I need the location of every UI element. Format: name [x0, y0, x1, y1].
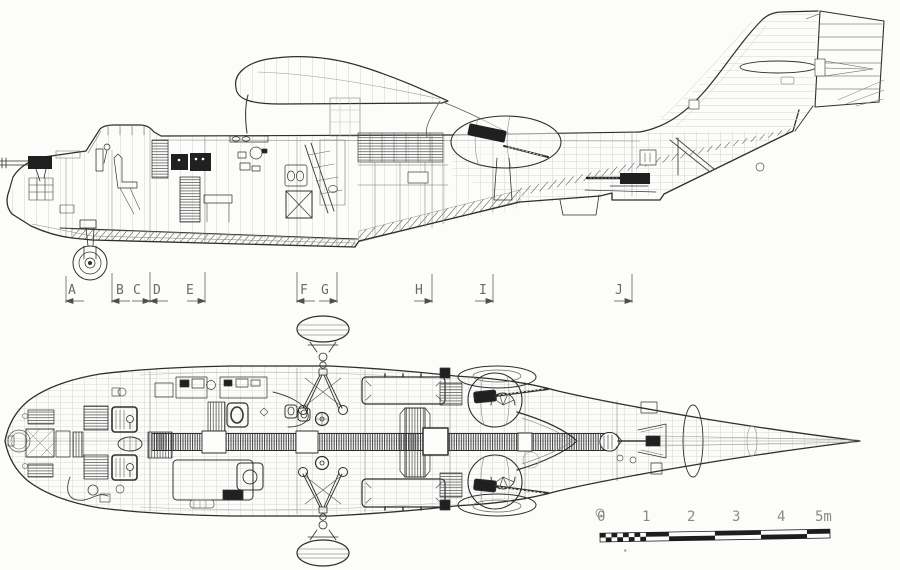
beaching-gear-top — [296, 315, 350, 427]
plan-nav-radio-area — [154, 376, 311, 435]
blister-gun — [467, 123, 549, 201]
copilot-seat — [111, 454, 138, 481]
pylon-leading-edge — [245, 94, 249, 134]
scale-label-0: 0 — [597, 509, 606, 525]
waist-blister-plan-top — [457, 365, 549, 428]
section-label-c: C — [133, 283, 141, 298]
plan-nose-interior — [7, 409, 84, 478]
pilot-seat — [111, 406, 138, 433]
bunk-compartment — [357, 132, 449, 235]
scale-label-5m: 5m — [815, 509, 832, 525]
section-label-h: H — [415, 283, 423, 298]
scale-bar-segments — [599, 529, 830, 542]
wing-root-fillet — [425, 100, 441, 138]
section-marker-row — [64, 272, 634, 304]
nose-gun — [0, 156, 52, 182]
beaching-gear-bottom — [296, 455, 350, 567]
scale-label-3: 3 — [732, 509, 741, 525]
section-tick-lines — [65, 272, 633, 303]
section-label-i: I — [479, 283, 487, 298]
scale-label-4: 4 — [777, 509, 786, 525]
equipment-striped-blocks — [439, 367, 463, 511]
fin-leading-edge — [639, 10, 819, 133]
section-label-d: D — [153, 283, 161, 298]
pylon-compartment — [329, 97, 361, 137]
ammo-box-grid — [28, 177, 75, 214]
section-label-j: J — [615, 283, 623, 298]
horizontal-stabilizer — [739, 60, 817, 74]
beaching-gear-wheel-side — [72, 219, 108, 281]
rudder-ribs — [805, 13, 883, 90]
waist-blister-plan-bottom — [457, 454, 549, 517]
scale-label-1: 1 — [642, 509, 651, 525]
tunnel-gun-side — [584, 137, 765, 193]
galley-equipment — [229, 135, 346, 219]
plan-living-area — [67, 459, 264, 509]
section-label-e: E — [186, 283, 194, 298]
section-label-b: B — [116, 283, 124, 298]
step-fairing — [516, 411, 578, 471]
section-label-g: G — [321, 283, 329, 298]
scan-speck — [624, 549, 627, 552]
fin-step — [688, 99, 700, 110]
catwalk — [151, 427, 620, 456]
scale-bar — [599, 528, 831, 552]
section-label-a: A — [68, 283, 76, 298]
tail-fin — [639, 10, 885, 136]
plan-view — [4, 315, 861, 567]
section-arrows — [64, 298, 634, 304]
wing — [235, 56, 511, 138]
elevator — [824, 60, 874, 77]
plan-hull-outline — [4, 365, 861, 517]
section-label-f: F — [300, 283, 308, 298]
far-elevator-ribs — [837, 79, 885, 107]
scale-label-2: 2 — [687, 509, 696, 525]
cockpit-canopy — [87, 124, 145, 154]
cockpit-interior — [59, 143, 359, 240]
side-elevation-view — [0, 10, 885, 281]
plan-tail-interior — [595, 401, 859, 518]
aft-floor-truss — [358, 189, 521, 243]
radio-equipment — [151, 139, 233, 223]
far-wing-leading-edge — [257, 71, 441, 100]
waist-blister-side — [450, 115, 562, 201]
